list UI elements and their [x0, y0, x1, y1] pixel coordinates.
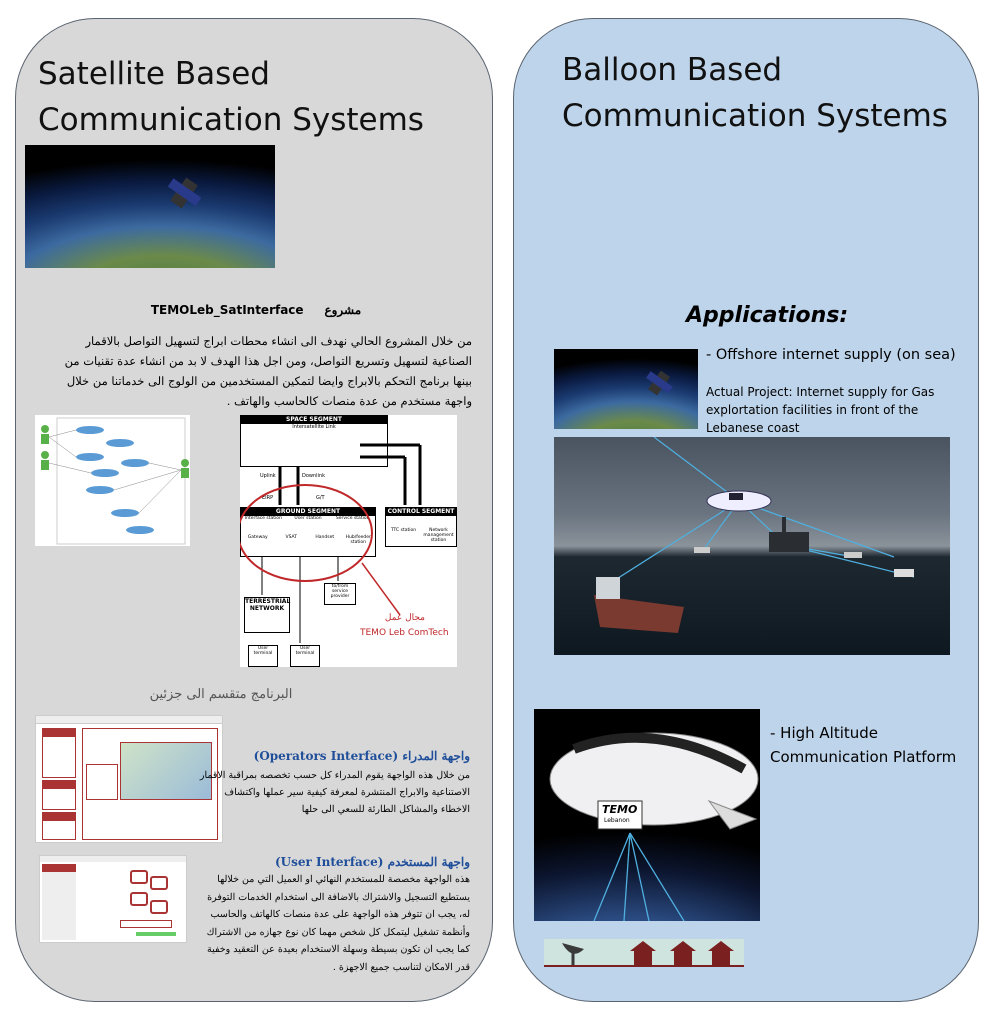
space-segment-box: SPACE SEGMENT Intersatellite Link [240, 415, 388, 467]
downlink-label: Downlink [302, 473, 326, 479]
project-heading: TEMOLeb_SatInterface مشروع [96, 303, 416, 317]
user-heading-ar: واجهة المستخدم [387, 855, 470, 869]
operators-heading: واجهة المدراء (Operators Interface) [234, 749, 470, 763]
satellite-earth-image [25, 145, 275, 268]
gateway-label: Gateway [247, 535, 268, 540]
satellite-small-icon [647, 370, 671, 396]
work-area-label: مجال عمل [384, 613, 425, 623]
airship-temo-label: TEMO [602, 803, 638, 816]
interface-station-label: Interface station [244, 516, 282, 521]
ttc-station-label: TTC station [390, 528, 417, 533]
left-title-line2: Communication Systems [38, 102, 424, 138]
handset-label: Handset [315, 535, 335, 540]
use-case-diagram [35, 415, 190, 546]
uplink-label: Uplink [260, 473, 276, 479]
left-title-line1: Satellite Based [38, 56, 270, 92]
project-description: من خلال المشروع الحالي نهدف الى انشاء مح… [64, 334, 472, 408]
app2-title: - High Altitude Communication Platform [770, 721, 956, 769]
house-icon [670, 941, 696, 965]
gt-label: G/T [316, 495, 325, 501]
operators-interface-screenshot [35, 715, 223, 843]
satellite-panel: Satellite Based Communication Systems TE… [15, 18, 493, 1002]
operators-description: من خلال هذه الواجهة يقوم المدراء كل حسب … [199, 770, 470, 815]
offshore-scene-image [554, 437, 950, 655]
operators-heading-ar: واجهة المدراء [402, 749, 470, 763]
user-heading-en: (User Interface) [274, 855, 384, 869]
satellite-architecture-diagram: SPACE SEGMENT Intersatellite Link Uplink… [240, 415, 457, 667]
right-title-line1: Balloon Based [562, 52, 783, 88]
ground-receivers-strip [544, 939, 744, 967]
hub-feeder-label: Hub/feeder station [345, 535, 371, 545]
company-label: TEMO Leb ComTech [360, 628, 449, 638]
user-interface-screenshot [39, 855, 187, 943]
app1-detail: Actual Project: Internet supply for Gas … [706, 385, 935, 435]
user-heading: واجهة المستخدم (User Interface) [216, 855, 470, 869]
eirp-label: EIRP [262, 495, 274, 501]
dish-icon [562, 943, 584, 965]
user-description: هذه الواجهة مخصصة للمستخدم النهائي او ال… [206, 874, 470, 973]
house-icon [630, 941, 656, 965]
space-segment-label: SPACE SEGMENT [241, 416, 387, 424]
network-mgmt-label: Network management station [423, 528, 454, 543]
vsat-label: VSAT [285, 535, 298, 540]
satellite-icon [170, 177, 198, 209]
terrestrial-network-label: TERRESTRIAL NETWORK [244, 597, 290, 633]
diagram-lines [240, 443, 422, 643]
offshore-earth-image [554, 349, 698, 429]
app1-title: - Offshore internet supply (on sea) [706, 347, 956, 363]
user-terminal-2-label: User terminal [290, 645, 320, 667]
operators-heading-en: (Operators Interface) [253, 749, 399, 763]
balloon-panel: Balloon Based Communication Systems Appl… [513, 18, 979, 1002]
user-terminal-1-label: User terminal [248, 645, 278, 667]
house-icon [708, 941, 734, 965]
control-segment-box: CONTROL SEGMENT TTC station Network mana… [385, 507, 457, 547]
service-station-label: Service station [335, 516, 370, 521]
intersatellite-link-label: Intersatellite Link [292, 424, 336, 430]
airship-image: TEMO Lebanon [534, 709, 760, 921]
to-from-provider-label: to/from service provider [324, 583, 356, 605]
right-title-line2: Communication Systems [562, 98, 948, 134]
applications-heading: Applications: [686, 303, 849, 328]
project-label-ar: مشروع [324, 303, 362, 317]
control-segment-label: CONTROL SEGMENT [386, 508, 456, 516]
app2-line2: Communication Platform [770, 748, 957, 766]
project-name: TEMOLeb_SatInterface [150, 303, 304, 317]
ground-segment-box: GROUND SEGMENT Interface station User st… [240, 507, 376, 557]
airship-sub-label: Lebanon [604, 817, 630, 824]
user-station-label: User station [294, 516, 322, 521]
ground-segment-label: GROUND SEGMENT [241, 508, 375, 516]
app2-line1: - High Altitude [770, 724, 879, 742]
divided-heading: البرنامج متقسم الى جزئين [149, 687, 293, 702]
